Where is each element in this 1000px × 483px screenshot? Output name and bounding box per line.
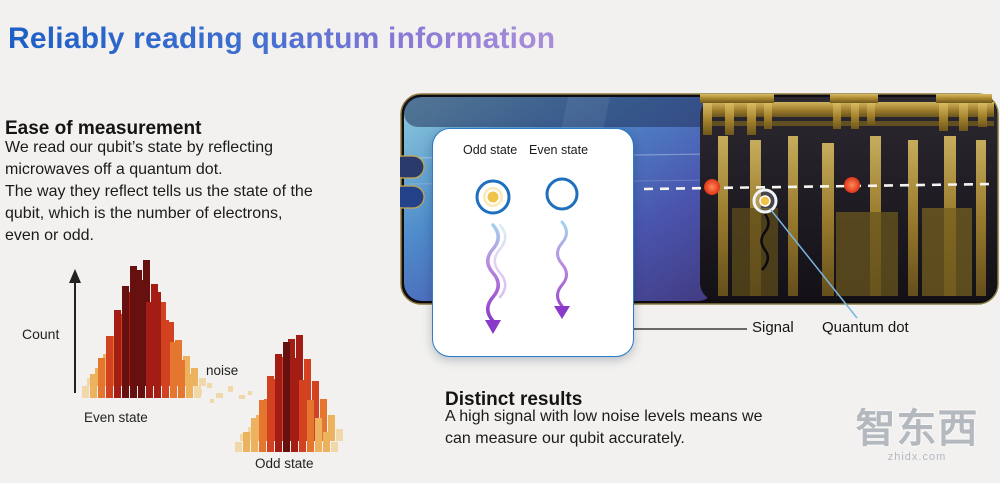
quantum-dot-marker xyxy=(752,188,778,214)
noise-label: noise xyxy=(206,363,239,378)
histogram-bars xyxy=(82,260,343,452)
results-heading: Distinct results xyxy=(445,388,583,410)
histogram-bar xyxy=(312,381,319,441)
histogram-bar xyxy=(170,342,177,398)
count-axis-arrow xyxy=(69,269,81,393)
histogram-bar xyxy=(336,429,343,441)
results-body: A high signal with low noise levels mean… xyxy=(445,408,763,448)
odd-signal-wave xyxy=(486,223,507,323)
noise-bit xyxy=(228,386,233,392)
histogram-bar xyxy=(307,400,314,452)
page-title: Reliably reading quantum information xyxy=(8,22,556,56)
readout-histogram xyxy=(69,260,343,452)
measurement-heading: Ease of measurement xyxy=(5,117,202,139)
histogram-bar xyxy=(191,368,198,386)
even-signal-wave xyxy=(556,220,568,308)
histogram-bar xyxy=(90,374,97,398)
watermark-text: 智东西 xyxy=(855,407,979,451)
histogram-bar xyxy=(291,358,298,452)
histogram-bar xyxy=(138,280,145,398)
odd-state-label: Odd state xyxy=(255,456,314,471)
watermark: 智东西 zhidx.com xyxy=(852,396,982,463)
chip-left-connector xyxy=(400,185,425,209)
histogram-bar xyxy=(259,400,266,452)
signal-squiggle xyxy=(760,213,770,271)
histogram-bar xyxy=(328,415,335,441)
histogram-bar xyxy=(183,356,190,386)
histogram-bar xyxy=(331,442,338,452)
measurement-para-2: The way they reflect tells us the state … xyxy=(5,183,313,245)
histogram-bar xyxy=(162,320,169,398)
noise-bit xyxy=(216,393,223,398)
chip-left-connector xyxy=(400,155,425,179)
even-state-circle xyxy=(545,177,579,211)
odd-wave-arrowhead xyxy=(485,320,501,334)
odd-state-circle xyxy=(475,179,511,215)
histogram-bar xyxy=(267,376,274,452)
even-state-title: Even state xyxy=(529,143,589,157)
right-contact-dot xyxy=(844,177,860,193)
measurement-body: We read our qubit’s state by reflecting … xyxy=(5,137,319,247)
watermark-domain: zhidx.com xyxy=(887,451,947,463)
chip-glass-top-band xyxy=(404,97,716,127)
histogram-bar xyxy=(82,386,89,398)
histogram-bar xyxy=(235,442,242,452)
histogram-bar xyxy=(283,342,290,452)
gold-bus-bar xyxy=(706,102,994,117)
histogram-bar xyxy=(178,360,185,398)
noise-bit xyxy=(248,391,252,395)
histogram-bar xyxy=(199,378,206,386)
even-wave-arrowhead xyxy=(554,306,570,319)
measurement-para-1: We read our qubit’s state by reflecting … xyxy=(5,139,273,179)
histogram-bar xyxy=(130,266,137,398)
histogram-bar xyxy=(114,310,121,398)
count-axis-label: Count xyxy=(22,326,60,342)
noise-bit xyxy=(239,395,245,399)
quantum-dot-label: Quantum dot xyxy=(822,319,909,336)
histogram-bar xyxy=(98,358,105,398)
count-axis-arrowhead xyxy=(69,269,81,283)
even-state-label: Even state xyxy=(84,410,148,425)
states-card-graphic xyxy=(475,177,579,334)
left-contact-dot xyxy=(704,179,720,195)
histogram-bar xyxy=(315,418,322,452)
noise-bit xyxy=(207,383,212,388)
noise-bit xyxy=(196,389,202,395)
histogram-bar xyxy=(186,374,193,398)
histogram-bar xyxy=(122,286,129,398)
histogram-bar xyxy=(154,292,161,398)
odd-state-title: Odd state xyxy=(463,143,518,157)
histogram-bar xyxy=(106,336,113,398)
signal-label: Signal xyxy=(752,319,794,336)
noise-bit xyxy=(210,399,214,403)
gold-bus-bar-thin xyxy=(706,121,994,126)
signal-dashed-line xyxy=(643,182,993,191)
histogram-bar xyxy=(243,432,250,452)
histogram-bar xyxy=(146,302,153,398)
gold-comb-electrodes xyxy=(700,94,992,135)
histogram-bar xyxy=(323,432,330,452)
histogram-bar xyxy=(320,399,327,441)
histogram-bar xyxy=(299,380,306,452)
histogram-bar xyxy=(251,418,258,452)
histogram-bar xyxy=(275,354,282,452)
states-card: Odd state Even state xyxy=(432,128,634,357)
